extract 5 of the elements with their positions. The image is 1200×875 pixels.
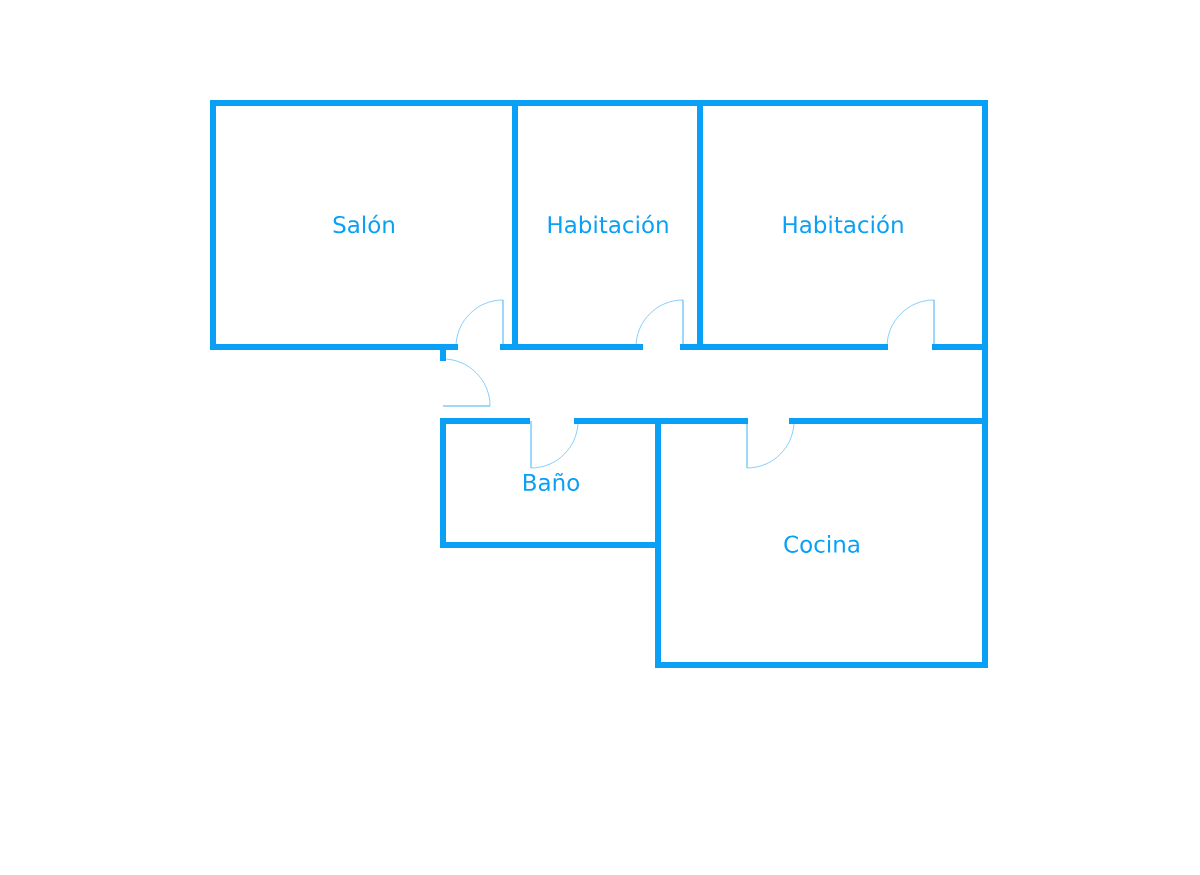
room-label: Habitación [548, 214, 668, 234]
room-label: Baño [524, 472, 579, 492]
room-label: Salón [333, 214, 394, 234]
room-label: Cocina [784, 535, 859, 553]
room-label: Habitación [783, 214, 903, 234]
